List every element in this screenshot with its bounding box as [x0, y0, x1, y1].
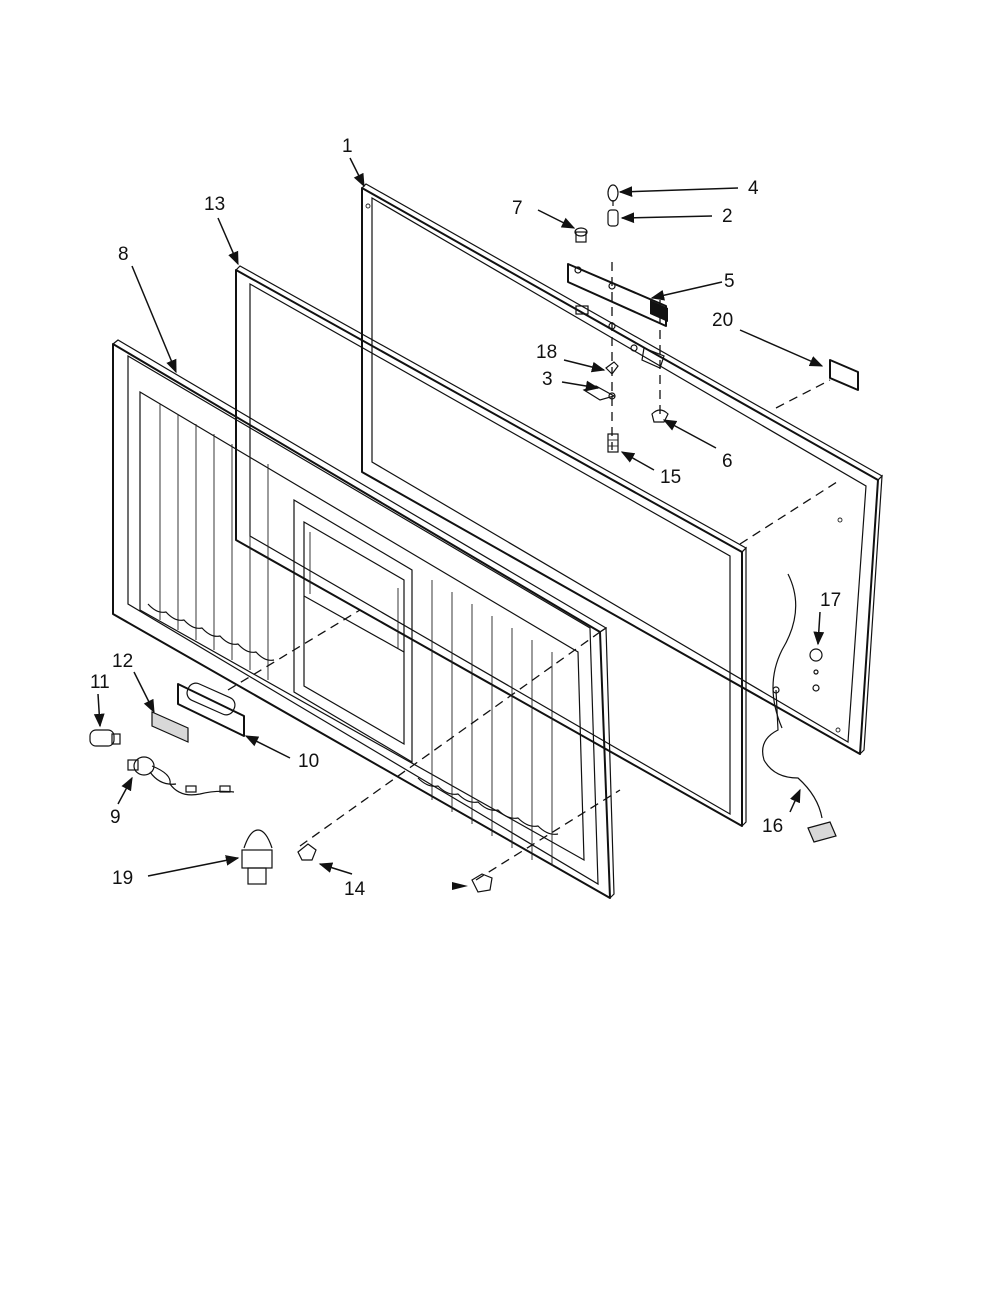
callout-16: 16 — [762, 816, 783, 837]
door-stop — [452, 873, 493, 893]
hinge-screw — [574, 227, 588, 243]
harness-connector — [772, 573, 823, 729]
hinge-bushing — [607, 209, 619, 227]
callout-3: 3 — [542, 369, 553, 390]
wire-harness — [762, 686, 837, 843]
callout-2: 2 — [722, 206, 733, 227]
dispenser-recess — [293, 498, 413, 764]
callout-14: 14 — [344, 879, 366, 900]
callout-20: 20 — [712, 310, 733, 331]
hinge-bolt — [607, 433, 619, 453]
light-socket-with-wires — [127, 756, 235, 796]
callout-4: 4 — [748, 178, 759, 199]
outer-door-panel — [112, 339, 615, 899]
door-switch — [241, 829, 273, 885]
door-plug — [297, 843, 317, 861]
callout-13: 13 — [204, 194, 225, 215]
hinge-spacer — [582, 385, 616, 401]
light-bulb — [89, 729, 121, 747]
callout-18: 18 — [536, 342, 557, 363]
light-housing — [177, 682, 245, 737]
callout-9: 9 — [110, 807, 121, 828]
callout-labels: 1 4 2 7 13 5 8 20 18 3 6 15 17 12 11 10 … — [90, 136, 841, 900]
callout-15: 15 — [660, 467, 681, 488]
callout-10: 10 — [298, 751, 319, 772]
hinge-clip — [605, 361, 619, 375]
callout-17: 17 — [820, 590, 841, 611]
light-socket-bracket — [151, 711, 189, 743]
model-label — [829, 359, 859, 391]
hinge-bracket — [567, 263, 668, 327]
callout-19: 19 — [112, 868, 133, 889]
hinge-pin — [607, 184, 619, 206]
callout-1: 1 — [342, 136, 353, 157]
callout-8: 8 — [118, 244, 129, 265]
alignment-lines — [227, 262, 841, 881]
door-liner-frame — [361, 183, 883, 755]
leader-lines — [93, 157, 825, 877]
callout-11: 11 — [90, 672, 110, 693]
right-louver-section — [417, 580, 559, 866]
callout-12: 12 — [112, 651, 133, 672]
hinge-bracket-mount — [575, 305, 665, 369]
callout-5: 5 — [724, 271, 735, 292]
callout-7: 7 — [512, 198, 523, 219]
left-louver-section — [147, 404, 275, 680]
door-gasket — [235, 265, 747, 827]
callout-6: 6 — [722, 451, 733, 472]
